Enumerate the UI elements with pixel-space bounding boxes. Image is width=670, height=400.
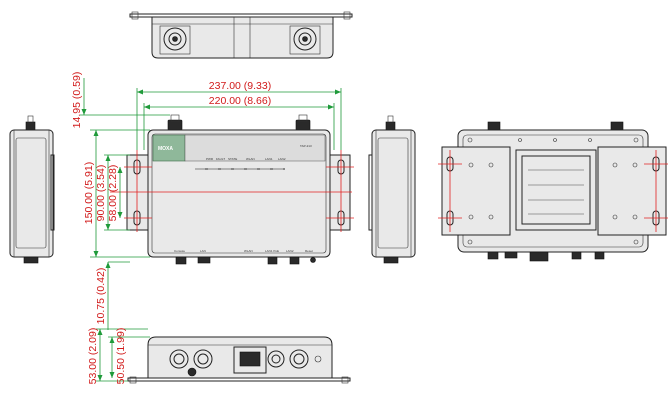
antenna-connector-icon bbox=[163, 27, 187, 51]
port-label: LAN1 PoE bbox=[265, 249, 279, 253]
brand-logo: MOXA bbox=[158, 146, 173, 152]
dim-bottom-offset: 10.75 (0.42) bbox=[95, 268, 107, 325]
left-side-view bbox=[9, 115, 55, 264]
centerlines bbox=[110, 150, 354, 232]
led-label: PWR bbox=[206, 157, 214, 161]
led-label: LAN2 bbox=[278, 157, 286, 161]
bottom-view bbox=[127, 336, 351, 384]
led-label: LAN1 bbox=[265, 157, 273, 161]
led-label: WLAN bbox=[246, 157, 255, 161]
dim-overall-width: 237.00 (9.33) bbox=[209, 80, 271, 92]
dim-depth-body: 50.50 (1.99) bbox=[115, 328, 127, 385]
dimension-labels: 237.00 (9.33) 220.00 (8.66) 14.95 (0.59)… bbox=[71, 72, 271, 385]
dim-mount-height-inner: 58.00 (2.28) bbox=[107, 165, 119, 222]
top-view bbox=[129, 11, 353, 59]
led-label: STATE bbox=[228, 157, 237, 161]
back-view bbox=[438, 121, 668, 262]
port-label: WLAN bbox=[244, 249, 253, 253]
right-side-view bbox=[368, 115, 416, 264]
dim-overall-height: 150.00 (5.91) bbox=[83, 162, 95, 224]
dim-top-offset: 14.95 (0.59) bbox=[71, 72, 83, 129]
port-label: Console bbox=[174, 249, 185, 253]
antenna-connector-icon bbox=[293, 27, 317, 51]
brand-plate bbox=[152, 134, 186, 162]
dim-mount-height-outer: 90.00 (3.54) bbox=[95, 165, 107, 222]
dimension-lines bbox=[80, 78, 342, 382]
port-label: LAN2 bbox=[286, 249, 294, 253]
dim-mount-width: 220.00 (8.66) bbox=[209, 95, 271, 107]
front-view: MOXA TAP-213 PWR FAULT STATE WLAN LAN1 L… bbox=[126, 114, 351, 265]
model-label: TAP-213 bbox=[300, 144, 312, 148]
led-label: FAULT bbox=[216, 157, 225, 161]
port-label: LAN bbox=[200, 249, 206, 253]
dim-depth-total: 53.00 (2.09) bbox=[87, 328, 99, 385]
port-label: Reset bbox=[305, 249, 313, 253]
